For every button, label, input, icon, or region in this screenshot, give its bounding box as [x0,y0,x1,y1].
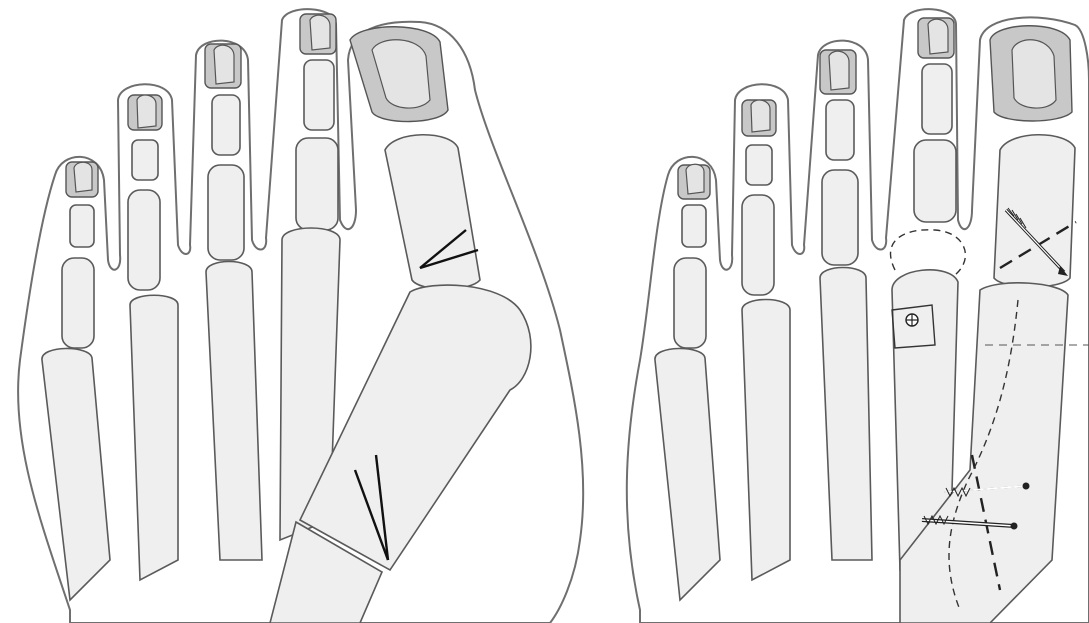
phalanx-4-prox-left [128,190,160,290]
panel-before [18,9,583,623]
phalanx-3-prox-left [208,165,244,260]
phalanx-5-prox-left [62,258,94,348]
phalanx-2-prox-left [296,138,338,230]
panel-after [627,9,1089,623]
phalanx-5-mid-left [70,205,94,247]
